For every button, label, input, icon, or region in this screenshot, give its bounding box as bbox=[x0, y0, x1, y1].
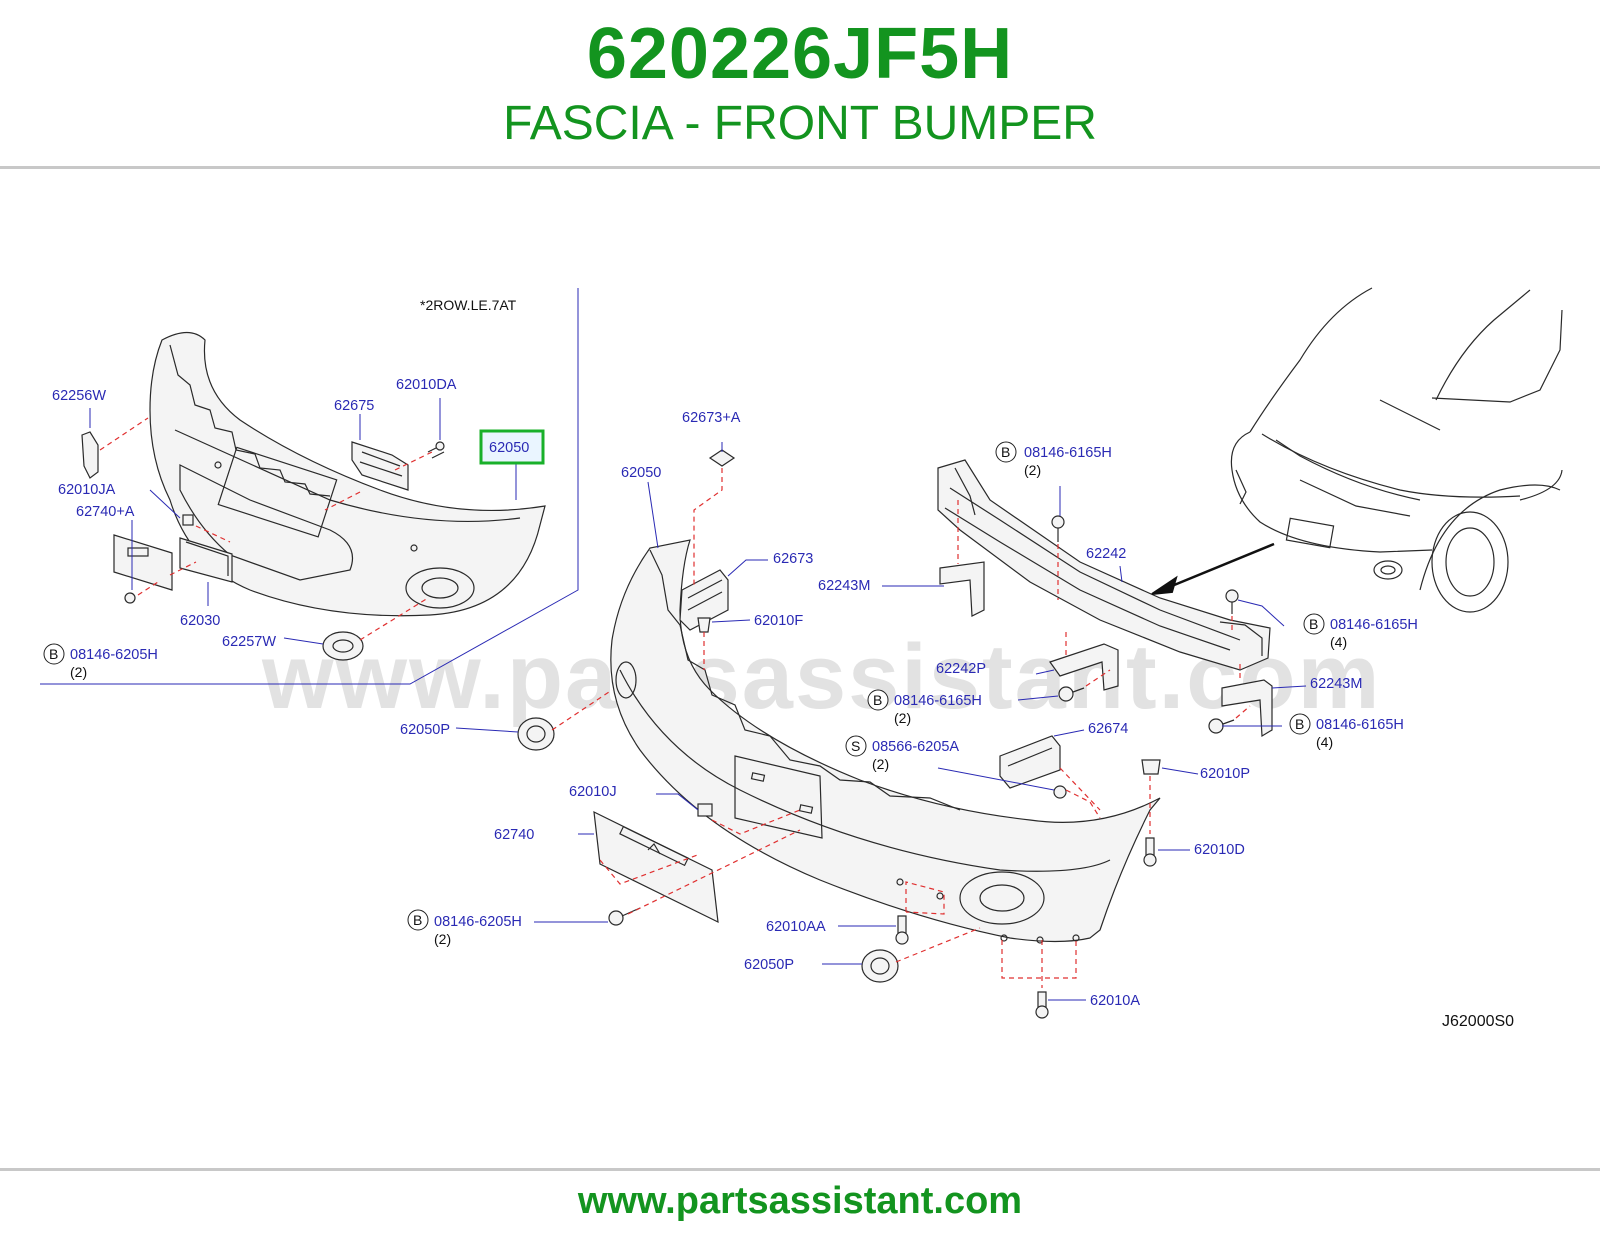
callout-b-5: B bbox=[1303, 613, 1325, 635]
part-label-62673A[interactable]: 62673+A bbox=[682, 410, 741, 426]
callout-b-3: B bbox=[995, 441, 1017, 463]
diagram-canvas: www.partsassistant.com bbox=[40, 287, 1563, 1030]
part-label-08146-6165H-right[interactable]: 08146-6165H bbox=[1330, 617, 1418, 633]
vehicle-outline-drawing bbox=[1230, 287, 1563, 613]
part-label-62740A[interactable]: 62740+A bbox=[76, 504, 135, 520]
qty-label: (2) bbox=[1024, 462, 1041, 478]
inset-bumper-drawing bbox=[81, 331, 546, 661]
qty-label: (4) bbox=[1316, 734, 1333, 750]
qty-label: (4) bbox=[1330, 634, 1347, 650]
callout-b-6: B bbox=[1289, 713, 1311, 735]
highlighted-part-62050[interactable]: 62050 bbox=[479, 429, 545, 465]
part-label-62674[interactable]: 62674 bbox=[1088, 721, 1128, 737]
option-note: *2ROW.LE.7AT bbox=[420, 297, 517, 313]
part-label-08146-6165H-mid[interactable]: 08146-6165H bbox=[894, 693, 982, 709]
page-header: 620226JF5H FASCIA - FRONT BUMPER bbox=[0, 0, 1600, 168]
svg-text:B: B bbox=[1295, 716, 1304, 732]
callout-b-4: B bbox=[867, 689, 889, 711]
part-name-subtitle: FASCIA - FRONT BUMPER bbox=[503, 97, 1097, 150]
reinforcement-drawing bbox=[937, 459, 1273, 738]
part-label-62243M-left[interactable]: 62243M bbox=[818, 578, 870, 594]
part-label-62050P-upper[interactable]: 62050P bbox=[400, 722, 450, 738]
part-label-62256W[interactable]: 62256W bbox=[52, 388, 106, 404]
callout-b-1: B bbox=[43, 643, 65, 665]
svg-text:B: B bbox=[1309, 616, 1318, 632]
part-label-62010P[interactable]: 62010P bbox=[1200, 766, 1250, 782]
part-label-62010J[interactable]: 62010J bbox=[569, 784, 617, 800]
diagram-code: J62000S0 bbox=[1442, 1013, 1514, 1030]
svg-text:B: B bbox=[1001, 444, 1010, 460]
inset-frame bbox=[40, 288, 579, 685]
part-label-62030[interactable]: 62030 bbox=[180, 613, 220, 629]
svg-text:B: B bbox=[873, 692, 882, 708]
part-number-title: 620226JF5H bbox=[586, 14, 1014, 94]
parts-diagram: www.partsassistant.com bbox=[0, 170, 1600, 1170]
reinforcement-leaders bbox=[882, 486, 1307, 727]
part-label-08566-6205A[interactable]: 08566-6205A bbox=[872, 739, 959, 755]
part-label-08146-6205H-inset[interactable]: 08146-6205H bbox=[70, 647, 158, 663]
main-bumper-drawing bbox=[517, 449, 1161, 1019]
svg-text:B: B bbox=[49, 646, 58, 662]
svg-text:S: S bbox=[851, 738, 860, 754]
part-label-62010A[interactable]: 62010A bbox=[1090, 993, 1140, 1009]
header-divider bbox=[0, 166, 1600, 169]
part-label-62010DA[interactable]: 62010DA bbox=[396, 377, 457, 393]
part-label-62010AA[interactable]: 62010AA bbox=[766, 919, 826, 935]
part-label-62050P-lower[interactable]: 62050P bbox=[744, 957, 794, 973]
callout-s-1: S bbox=[845, 735, 867, 757]
part-label-62243M-right[interactable]: 62243M bbox=[1310, 676, 1362, 692]
part-label-62673[interactable]: 62673 bbox=[773, 551, 813, 567]
qty-label: (2) bbox=[894, 710, 911, 726]
part-label-62050-main[interactable]: 62050 bbox=[621, 465, 661, 481]
part-label-62010D[interactable]: 62010D bbox=[1194, 842, 1245, 858]
part-label-08146-6205H[interactable]: 08146-6205H bbox=[434, 914, 522, 930]
part-label-08146-6165H-top[interactable]: 08146-6165H bbox=[1024, 445, 1112, 461]
part-label-62257W[interactable]: 62257W bbox=[222, 634, 276, 650]
qty-label: (2) bbox=[872, 756, 889, 772]
part-label-62242[interactable]: 62242 bbox=[1086, 546, 1126, 562]
part-label-62010JA[interactable]: 62010JA bbox=[58, 482, 116, 498]
part-label-62740[interactable]: 62740 bbox=[494, 827, 534, 843]
part-label-08146-6165H-lower[interactable]: 08146-6165H bbox=[1316, 717, 1404, 733]
part-label-62242P[interactable]: 62242P bbox=[936, 661, 986, 677]
highlight-label-62050[interactable]: 62050 bbox=[489, 440, 529, 456]
svg-text:B: B bbox=[413, 912, 422, 928]
qty-label: (2) bbox=[70, 664, 87, 680]
inset-leaders bbox=[89, 398, 517, 645]
qty-label: (2) bbox=[434, 931, 451, 947]
footer-website-link[interactable]: www.partsassistant.com bbox=[577, 1180, 1023, 1222]
main-leaders bbox=[455, 442, 1199, 1001]
direction-arrow bbox=[1151, 542, 1275, 595]
footer-divider bbox=[0, 1168, 1600, 1171]
callout-b-2: B bbox=[407, 909, 429, 931]
part-label-62675[interactable]: 62675 bbox=[334, 398, 374, 414]
part-label-62010F[interactable]: 62010F bbox=[754, 613, 803, 629]
